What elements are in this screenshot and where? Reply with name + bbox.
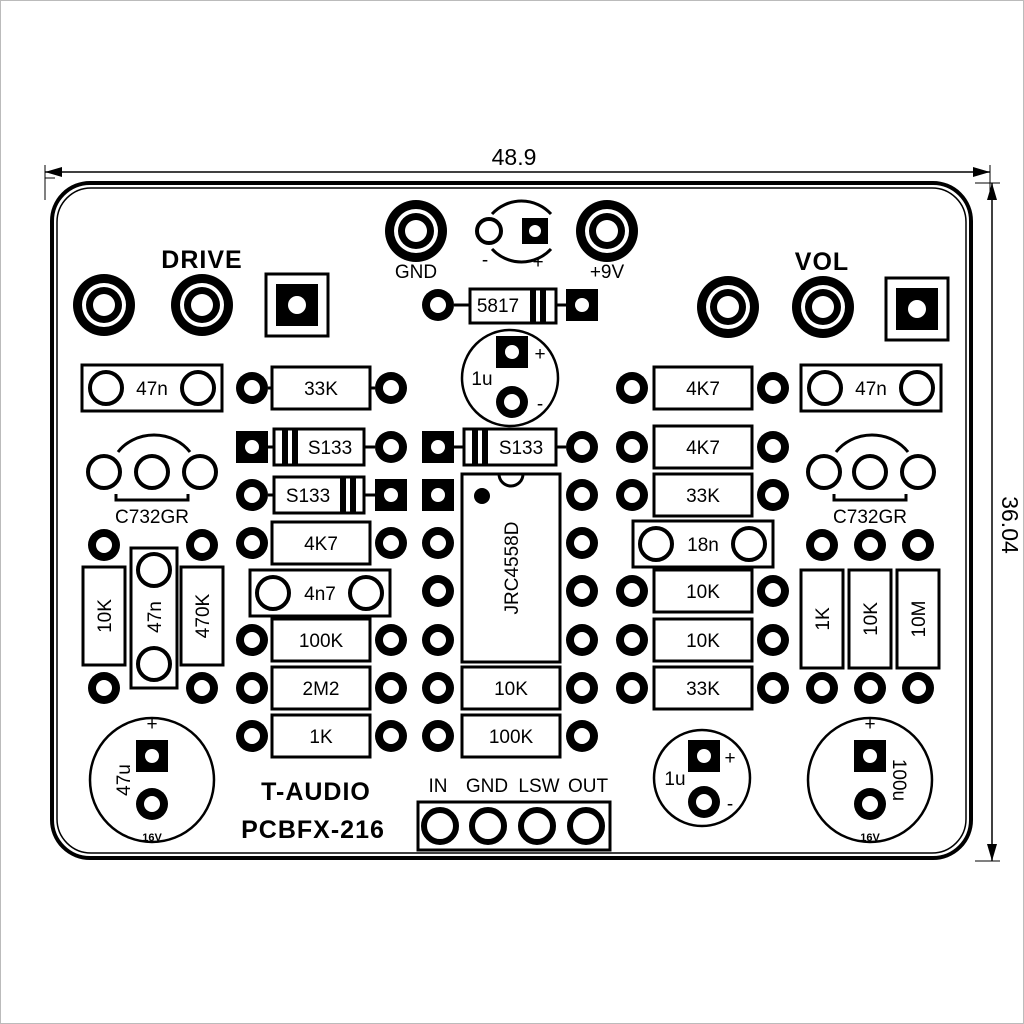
cap-47n-right: 47n — [799, 363, 943, 413]
ic-part-label: JRC4558D — [502, 522, 523, 615]
svg-text:1K: 1K — [813, 607, 834, 631]
svg-text:470K: 470K — [193, 593, 214, 638]
cap-1u-bottom: 1u + - — [652, 728, 752, 828]
cap-100u: + 100u 16V — [806, 714, 934, 844]
width-value: 48.9 — [492, 144, 537, 170]
svg-text:OUT: OUT — [568, 776, 609, 797]
svg-text:+: + — [724, 748, 735, 769]
resistor-470k-vert: 470K — [179, 529, 225, 704]
svg-text:18n: 18n — [687, 535, 719, 556]
resistor-33k-right: 33K — [616, 472, 789, 518]
resistor-10k-center: 10K — [422, 665, 598, 711]
model-label: PCBFX-216 — [241, 816, 385, 844]
io-header: IN GND LSW OUT — [416, 776, 612, 852]
svg-text:10K: 10K — [95, 599, 116, 633]
svg-text:16V: 16V — [860, 832, 880, 844]
svg-text:10K: 10K — [494, 679, 528, 700]
svg-text:2M2: 2M2 — [303, 679, 340, 700]
svg-text:33K: 33K — [686, 486, 720, 507]
height-value: 36.04 — [997, 496, 1023, 554]
resistor-10k-vert-right: 10K — [847, 529, 893, 704]
svg-text:S133: S133 — [286, 486, 330, 507]
svg-text:16V: 16V — [142, 832, 162, 844]
vol-pot: VOL — [697, 248, 950, 342]
width-dimension: 48.9 — [44, 144, 991, 200]
resistor-100k-center: 100K — [422, 713, 598, 759]
svg-text:S133: S133 — [499, 438, 543, 459]
resistor-10k-vert-left: 10K — [81, 529, 127, 704]
svg-text:33K: 33K — [304, 379, 338, 400]
svg-text:-: - — [537, 394, 543, 415]
cap-47n-right-label: 47n — [855, 379, 887, 400]
brand-label: T-AUDIO — [261, 778, 371, 806]
svg-text:10M: 10M — [909, 601, 930, 638]
svg-text:1u: 1u — [664, 769, 685, 790]
cap-1u-top: 1u + - — [460, 328, 560, 428]
drive-label: DRIVE — [161, 246, 242, 274]
resistor-4k7-right: 4K7 — [616, 424, 789, 470]
svg-text:-: - — [727, 794, 733, 815]
resistor-2m2: 2M2 — [236, 665, 407, 711]
cap-18n: 18n — [631, 519, 775, 569]
cap-47n-left: 47n — [80, 363, 224, 413]
resistor-10m-vert: 10M — [895, 529, 941, 704]
cap-1u-top-label: 1u — [471, 369, 492, 390]
svg-text:GND: GND — [466, 776, 508, 797]
resistor-33k-right-bottom: 33K — [616, 665, 789, 711]
transistor-c732gr-left: C732GR — [86, 433, 218, 528]
gnd-power-label: GND — [395, 262, 437, 283]
resistor-10k-right-a: 10K — [616, 568, 789, 614]
height-dimension: 36.04 — [975, 182, 1023, 862]
power-minus-label: - — [482, 250, 488, 271]
svg-text:S133: S133 — [308, 438, 352, 459]
power-plus-label: + — [532, 252, 543, 273]
svg-text:47n: 47n — [145, 601, 166, 633]
svg-text:100u: 100u — [888, 759, 909, 801]
svg-text:LSW: LSW — [518, 776, 559, 797]
svg-text:4K7: 4K7 — [686, 438, 720, 459]
power-section: GND +9V - + — [385, 199, 638, 283]
svg-text:4K7: 4K7 — [304, 534, 338, 555]
v9-power-label: +9V — [590, 262, 625, 283]
diode-s133-a: S133 — [236, 427, 407, 467]
svg-text:100K: 100K — [299, 631, 344, 652]
svg-text:+: + — [864, 714, 875, 735]
svg-text:C732GR: C732GR — [115, 507, 189, 528]
svg-text:1K: 1K — [309, 727, 333, 748]
resistor-4k7-right-top: 4K7 — [616, 365, 789, 411]
resistor-1k-left: 1K — [236, 713, 407, 759]
cap-47n-left-label: 47n — [136, 379, 168, 400]
svg-text:10K: 10K — [686, 582, 720, 603]
resistor-4k7-left: 4K7 — [236, 520, 407, 566]
svg-text:10K: 10K — [861, 602, 882, 636]
board-outline — [50, 181, 973, 860]
svg-text:4K7: 4K7 — [686, 379, 720, 400]
transistor-c732gr-right: C732GR — [806, 433, 936, 528]
diode-s133-c: S133 — [422, 427, 598, 467]
svg-text:47u: 47u — [114, 764, 135, 796]
cap-47n-vert: 47n — [129, 546, 179, 690]
resistor-33k-top: 33K — [236, 365, 407, 411]
svg-text:+: + — [534, 344, 545, 365]
svg-text:100K: 100K — [489, 727, 534, 748]
drive-pot: DRIVE — [73, 246, 330, 338]
cap-4n7: 4n7 — [248, 568, 392, 618]
svg-text:10K: 10K — [686, 631, 720, 652]
svg-text:4n7: 4n7 — [304, 584, 336, 605]
resistor-1k-vert-right: 1K — [799, 529, 845, 704]
cap-47u: + 47u 16V — [88, 714, 216, 844]
svg-text:33K: 33K — [686, 679, 720, 700]
resistor-100k-left: 100K — [236, 617, 407, 663]
ic-jrc4558d: JRC4558D — [422, 472, 598, 664]
diode-5817: 5817 — [422, 287, 598, 325]
resistor-10k-right-b: 10K — [616, 617, 789, 663]
diode-s133-b: S133 — [236, 475, 407, 515]
svg-text:IN: IN — [429, 776, 448, 797]
svg-text:+: + — [146, 714, 157, 735]
svg-text:C732GR: C732GR — [833, 507, 907, 528]
vol-label: VOL — [795, 248, 849, 276]
diode-5817-label: 5817 — [477, 296, 519, 317]
